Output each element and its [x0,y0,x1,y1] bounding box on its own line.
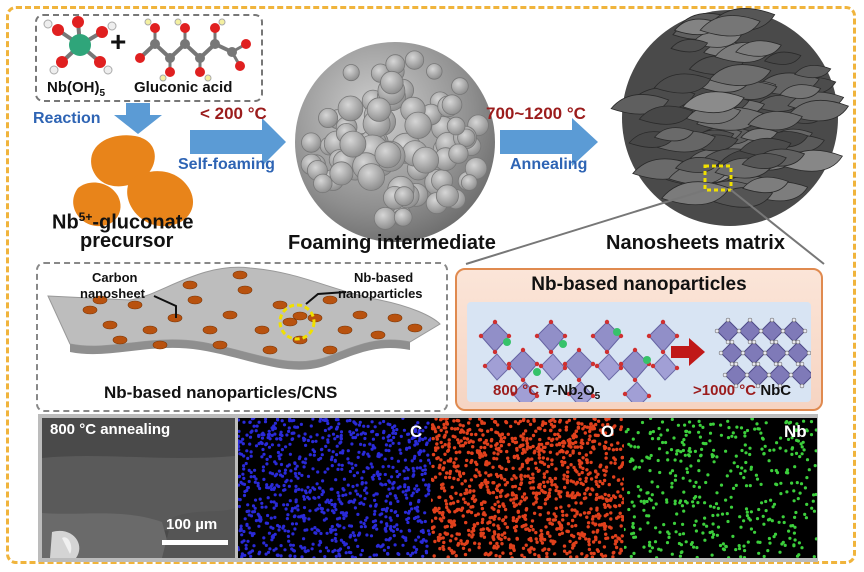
nb-oh5-label: Nb(OH)5 [47,79,106,99]
self-foaming-arrow [190,118,286,166]
cns-caption: Nb-based nanoparticles/CNS [104,383,338,402]
nanosheets-matrix-image [610,8,849,226]
scale-bar [162,540,228,545]
reactants-box [35,14,263,102]
nb-based-label-2: nanoparticles [338,286,423,301]
nanoparticles-title: Nb-based nanoparticles [531,274,747,295]
eds-map-nb: Nb [624,418,817,558]
outer-frame [6,6,856,564]
precursor-particles [73,135,194,227]
precursor-label-line2: precursor [80,230,174,252]
gluconic-acid-label: Gluconic acid [134,79,233,96]
eds-nb-label: Nb [784,422,807,441]
plus-sign: + [110,26,127,57]
carbon-nanosheet-label-2: nanosheet [80,286,146,301]
gluconic-acid-molecule [135,18,251,82]
nanoparticles-panel: Nb-based nanoparticles 800 °C T-Nb2O5 >1… [455,268,823,411]
nanoparticle-dots [82,270,423,355]
crystal-structures-area [467,302,811,402]
nb-oh5-molecule [43,16,117,75]
foaming-intermediate-sphere [295,42,495,242]
nbc-label: >1000 °C NbC [693,382,792,399]
nb-based-label-1: Nb-based [354,270,414,285]
sem-image: 800 °C annealing 100 µm [42,418,235,558]
annealing-label: Annealing [510,156,588,173]
self-foaming-label: Self-foaming [178,156,275,173]
nanosheets-matrix-label: Nanosheets matrix [606,232,785,254]
zoom-marker-box [703,164,733,192]
eds-o-label: O [601,422,615,441]
precursor-label: Nb5+-gluconate [52,210,194,234]
eds-map-c: C [238,418,431,558]
eds-c-label: C [410,422,423,441]
scale-bar-label: 100 µm [166,516,218,533]
nanoparticle-highlight-circle [278,303,316,341]
eds-map-o: O [431,418,624,558]
foaming-intermediate-label: Foaming intermediate [288,232,496,254]
temp-low-label: < 200 °C [200,104,267,123]
sem-annealing-label: 800 °C annealing [50,421,171,438]
crystal-structures-svg [478,317,811,402]
carbon-nanosheet-label-1: Carbon [92,270,138,285]
annealing-arrow [500,118,598,166]
reaction-label: Reaction [33,110,101,127]
t-nb2o5-label: 800 °C T-Nb2O5 [493,382,601,402]
reaction-arrow [114,103,162,134]
temp-high-label: 700~1200 °C [486,104,586,123]
cns-panel [36,262,448,412]
